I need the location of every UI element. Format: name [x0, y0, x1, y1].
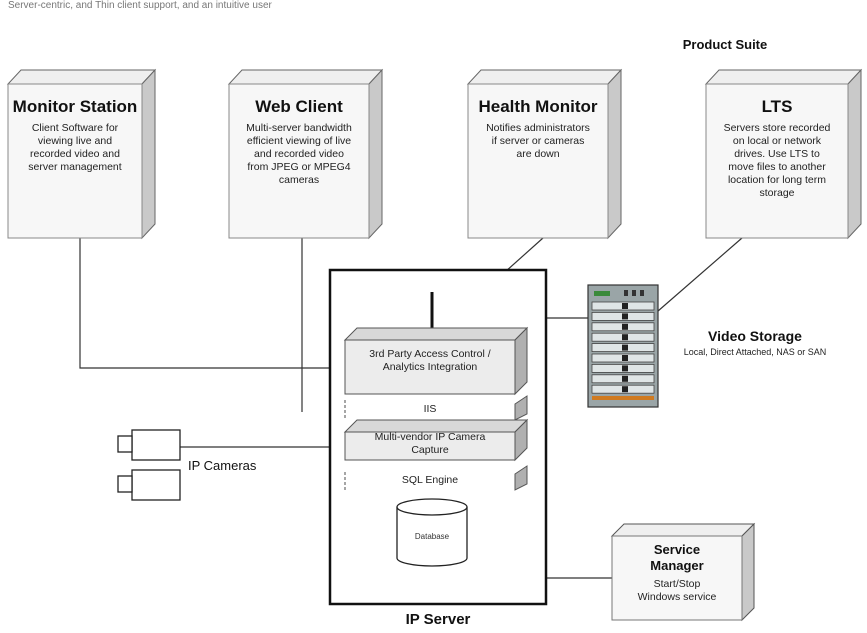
desc-line: Servers store recorded [723, 122, 831, 134]
desc-line: storage [759, 187, 795, 199]
rack-unit-indicator [622, 303, 628, 309]
desc-line: if server or cameras [491, 135, 585, 147]
desc-line: Multi-server bandwidth [246, 122, 352, 134]
desc-line: Start/Stop [653, 578, 701, 590]
suite-box-health-monitor [466, 68, 623, 240]
lts-desc: Servers store recorded on local or netwo… [706, 122, 848, 200]
video-storage-sub: Local, Direct Attached, NAS or SAN [683, 347, 827, 357]
layer-iis [344, 395, 528, 421]
monitor-station-title: Monitor Station [12, 97, 138, 116]
layer-camera-capture-label: Multi-vendor IP Camera Capture [345, 431, 515, 457]
connector-lines [79, 237, 743, 579]
title-line: Service [653, 542, 701, 557]
suite-box-lts [704, 68, 863, 240]
rack-unit-indicator [622, 386, 628, 393]
desc-line: recorded video and [30, 148, 120, 160]
health-monitor-title: Health Monitor [478, 97, 598, 116]
ip-cameras-label: IP Cameras [188, 458, 257, 473]
layer-line: Analytics Integration [382, 361, 478, 373]
layer-3rd-party [343, 326, 529, 396]
product-suite-heading: Product Suite [682, 37, 768, 52]
layer-sql-engine [344, 465, 528, 491]
monitor-station-desc: Client Software for viewing live and rec… [8, 122, 142, 174]
desc-line: server management [28, 161, 122, 173]
desc-line: cameras [278, 174, 320, 186]
lts-title: LTS [761, 97, 793, 116]
ip-camera-2 [117, 469, 181, 501]
connector-monitor-station [79, 238, 330, 369]
layer-line: Capture [411, 444, 449, 456]
health-monitor-desc: Notifies administrators if server or cam… [468, 122, 608, 161]
database-label: Database [414, 532, 450, 541]
desc-line: Client Software for [31, 122, 119, 134]
desc-line: Windows service [637, 591, 717, 603]
desc-line: Notifies administrators [486, 122, 590, 134]
rack-unit-indicator [622, 334, 628, 341]
layer-sql-engine-label: SQL Engine [401, 474, 459, 486]
connector-health-monitor [504, 237, 544, 273]
rack-unit-indicator [622, 313, 628, 320]
suite-box-web-client [227, 68, 384, 240]
rack-unit-indicator [622, 344, 628, 351]
service-manager-box [610, 522, 756, 622]
rack-unit-indicator [622, 355, 628, 361]
desc-line: drives. Use LTS to [734, 148, 820, 160]
layer-line: 3rd Party Access Control / [369, 348, 491, 360]
layer-3rd-party-label: 3rd Party Access Control / Analytics Int… [345, 348, 515, 374]
rack-unit-indicator [622, 323, 628, 330]
desc-line: location for long term [727, 174, 827, 186]
title-line: Manager [650, 558, 704, 573]
desc-line: efficient viewing of live [246, 135, 352, 147]
desc-line: and recorded video [254, 148, 344, 160]
video-storage-rack [587, 284, 659, 408]
layer-iis-label: IIS [423, 403, 437, 415]
layer-camera-capture [343, 418, 529, 462]
rack-unit-indicator [622, 375, 628, 382]
rack-unit-indicator [622, 365, 628, 372]
service-manager-desc: Start/Stop Windows service [612, 578, 742, 604]
ip-server-label: IP Server [405, 611, 471, 628]
video-storage-title: Video Storage [708, 328, 802, 344]
desc-line: from JPEG or MPEG4 [247, 161, 351, 173]
suite-box-monitor-station [6, 68, 157, 240]
desc-line: on local or network [732, 135, 822, 147]
desc-line: viewing live and [37, 135, 113, 147]
top-left-text: Server-centric, and Thin client support,… [8, 0, 272, 11]
service-manager-title: Service Manager [612, 542, 742, 574]
ip-camera-1 [117, 429, 181, 461]
layer-line: Multi-vendor IP Camera [374, 431, 486, 443]
desc-line: are down [516, 148, 560, 160]
connector-lts [649, 237, 743, 319]
web-client-desc: Multi-server bandwidth efficient viewing… [229, 122, 369, 187]
database-cylinder [396, 498, 468, 567]
desc-line: move files to another [728, 161, 826, 173]
web-client-title: Web Client [255, 97, 343, 116]
